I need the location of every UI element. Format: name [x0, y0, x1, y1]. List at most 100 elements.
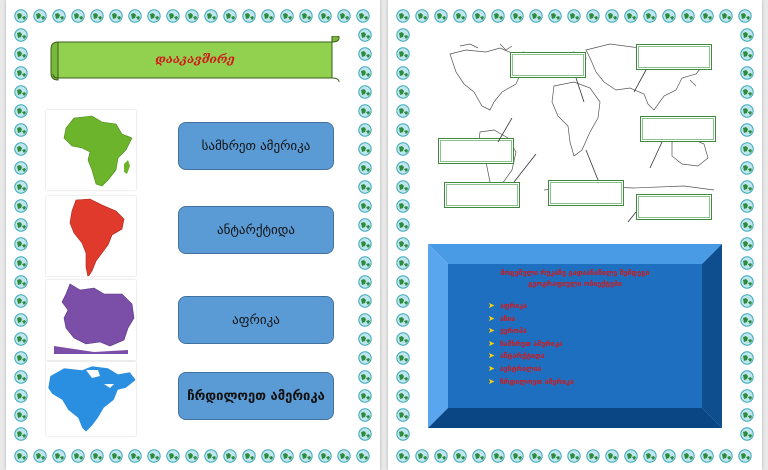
- globe-border-icon: [396, 255, 410, 270]
- globe-border-icon: [204, 448, 218, 463]
- globe-border-icon: [586, 8, 600, 23]
- globe-border-icon: [740, 198, 754, 213]
- list-item: ➤ჩრდილოეთ ამერიკა: [488, 376, 574, 389]
- globe-border-icon: [396, 141, 410, 156]
- continent-button-south-america[interactable]: სამხრეთ ამერიკა: [178, 122, 334, 170]
- globe-border-icon: [719, 8, 733, 23]
- globe-border-icon: [624, 8, 638, 23]
- globe-border-icon: [396, 179, 410, 194]
- globe-border-icon: [740, 236, 754, 251]
- globe-border-icon: [396, 312, 410, 327]
- globe-border-icon: [548, 448, 562, 463]
- continent-list: ➤აფრიკა ➤აზია ➤ევროპა ➤სამხრეთ ამერიკა ➤…: [488, 300, 574, 388]
- globe-border-icon: [740, 426, 754, 441]
- globe-border-icon: [358, 312, 372, 327]
- globe-border-icon: [14, 65, 28, 80]
- globe-border-icon: [700, 448, 714, 463]
- globe-border-icon: [33, 8, 47, 23]
- globe-border-icon: [14, 388, 28, 403]
- globe-border-icon: [358, 198, 372, 213]
- arrow-bullet-icon: ➤: [488, 376, 495, 386]
- globe-border-icon: [261, 8, 275, 23]
- globe-border-icon: [337, 448, 351, 463]
- globe-border-icon: [356, 8, 370, 23]
- continent-button-antarctica[interactable]: ანტარქტიდა: [178, 206, 334, 254]
- globe-border-icon: [396, 160, 410, 175]
- continent-button-north-america[interactable]: ჩრდილოეთ ამერიკა: [178, 372, 334, 420]
- globe-border-icon: [605, 448, 619, 463]
- globe-border-icon: [166, 448, 180, 463]
- globe-border-icon: [299, 8, 313, 23]
- globe-border-icon: [14, 141, 28, 156]
- globe-border-icon: [396, 388, 410, 403]
- label-box-3[interactable]: [640, 116, 716, 142]
- globe-border-icon: [396, 8, 410, 23]
- arrow-bullet-icon: ➤: [488, 363, 495, 373]
- list-item: ➤ევროპა: [488, 325, 574, 338]
- globe-border-icon: [280, 8, 294, 23]
- globe-border-icon: [358, 236, 372, 251]
- globe-border-icon: [738, 8, 752, 23]
- globe-border-icon: [396, 236, 410, 251]
- globe-border-icon: [396, 369, 410, 384]
- africa-map-icon: [63, 115, 133, 187]
- globe-border-icon: [740, 369, 754, 384]
- globe-border-icon: [358, 350, 372, 365]
- map-card-africa: [46, 110, 136, 190]
- arrow-bullet-icon: ➤: [488, 351, 495, 361]
- continent-button-africa[interactable]: აფრიკა: [178, 296, 334, 344]
- arrow-bullet-icon: ➤: [488, 338, 495, 348]
- globe-border-icon: [740, 46, 754, 61]
- list-item: ➤აზია: [488, 313, 574, 326]
- globe-border-icon: [14, 331, 28, 346]
- globe-border-icon: [14, 236, 28, 251]
- globe-border-icon: [567, 448, 581, 463]
- south-america-map-icon: [69, 198, 125, 278]
- globe-border-icon: [529, 8, 543, 23]
- globe-border-icon: [14, 103, 28, 118]
- label-box-6[interactable]: [548, 180, 624, 206]
- label-box-7[interactable]: [636, 194, 712, 220]
- globe-border-icon: [358, 65, 372, 80]
- globe-border-icon: [14, 407, 28, 422]
- map-card-antarctica: [46, 280, 136, 360]
- globe-border-icon: [14, 312, 28, 327]
- globe-border-icon: [738, 448, 752, 463]
- globe-border-icon: [147, 448, 161, 463]
- globe-border-icon: [299, 448, 313, 463]
- globe-border-icon: [90, 8, 104, 23]
- globe-border-icon: [740, 179, 754, 194]
- globe-border-icon: [109, 8, 123, 23]
- globe-border-icon: [396, 448, 410, 463]
- globe-border-icon: [740, 141, 754, 156]
- label-box-4[interactable]: [438, 138, 514, 164]
- worksheet-title: დააკავშირე: [155, 52, 235, 66]
- globe-border-icon: [14, 274, 28, 289]
- label-box-2[interactable]: [636, 44, 712, 70]
- label-box-1[interactable]: [510, 52, 586, 78]
- globe-border-icon: [396, 46, 410, 61]
- list-item: ➤სამხრეთ ამერიკა: [488, 338, 574, 351]
- globe-border-icon: [681, 8, 695, 23]
- globe-border-icon: [529, 448, 543, 463]
- globe-border-icon: [586, 448, 600, 463]
- globe-border-icon: [14, 8, 28, 23]
- globe-border-icon: [52, 448, 66, 463]
- globe-border-icon: [318, 448, 332, 463]
- list-item: ➤აფრიკა: [488, 300, 574, 313]
- worksheet-page-left: დააკავშირე სამხრეთ ამერიკა ანტარქტიდა აფ…: [6, 0, 380, 470]
- globe-border-icon: [358, 217, 372, 232]
- globe-border-icon: [681, 448, 695, 463]
- globe-border-icon: [453, 448, 467, 463]
- globe-border-icon: [415, 8, 429, 23]
- worksheet-page-right: მოცემული რუკაზე გადაანაწილე შემდეგი გეოგ…: [388, 0, 762, 470]
- globe-border-icon: [358, 103, 372, 118]
- globe-border-icon: [128, 8, 142, 23]
- globe-border-icon: [358, 27, 372, 42]
- globe-border-icon: [491, 8, 505, 23]
- label-box-5[interactable]: [444, 182, 520, 208]
- globe-border-icon: [71, 8, 85, 23]
- globe-border-icon: [14, 448, 28, 463]
- globe-border-icon: [567, 8, 581, 23]
- globe-border-icon: [261, 448, 275, 463]
